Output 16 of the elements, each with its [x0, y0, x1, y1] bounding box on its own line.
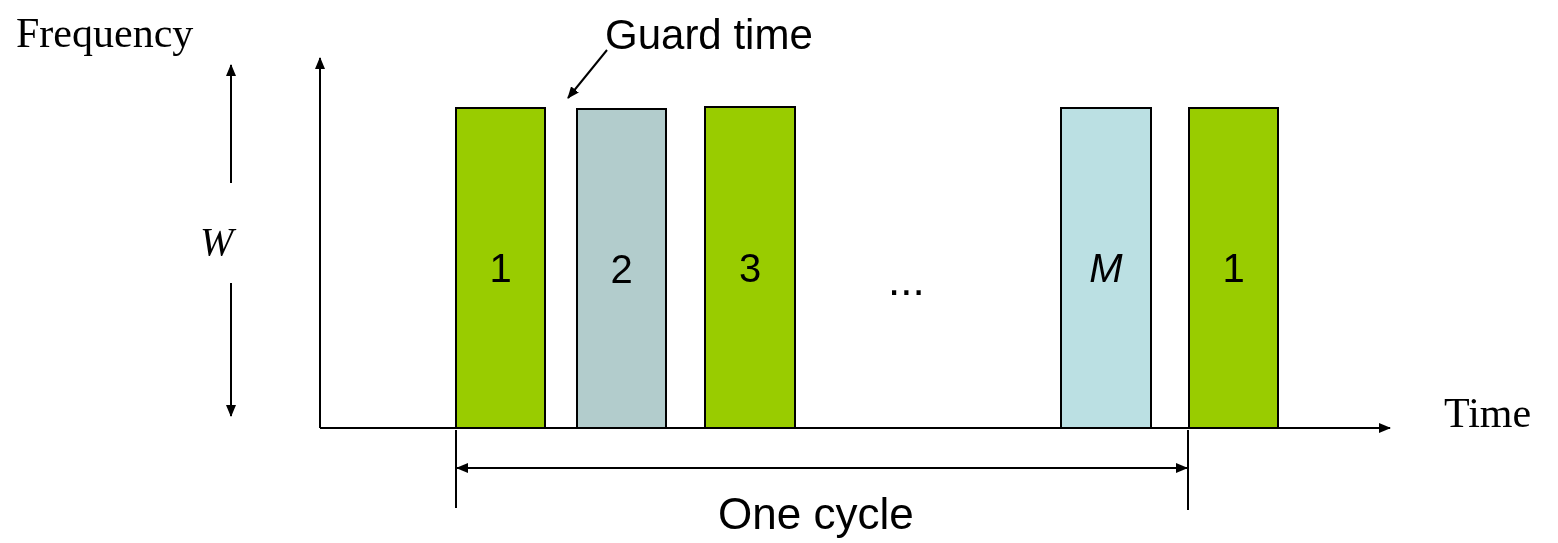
time-slot [576, 108, 667, 429]
time-slot [455, 107, 546, 429]
time-slot [704, 106, 796, 429]
dimension-label: One cycle [718, 492, 914, 536]
axis-label: Frequency [16, 12, 194, 54]
slot-number: 1 [1222, 248, 1245, 288]
callout-text: Guard time [605, 14, 813, 56]
ellipsis: ... [888, 258, 925, 302]
time-slot [1060, 107, 1152, 429]
leader-line [567, 49, 608, 99]
axis-label: Time [1444, 392, 1532, 434]
slot-number: 1 [489, 248, 512, 288]
slot-number: M [1089, 248, 1123, 288]
slot-number: 2 [610, 248, 633, 289]
slot-number: 3 [738, 247, 762, 288]
time-slot [1188, 107, 1279, 429]
